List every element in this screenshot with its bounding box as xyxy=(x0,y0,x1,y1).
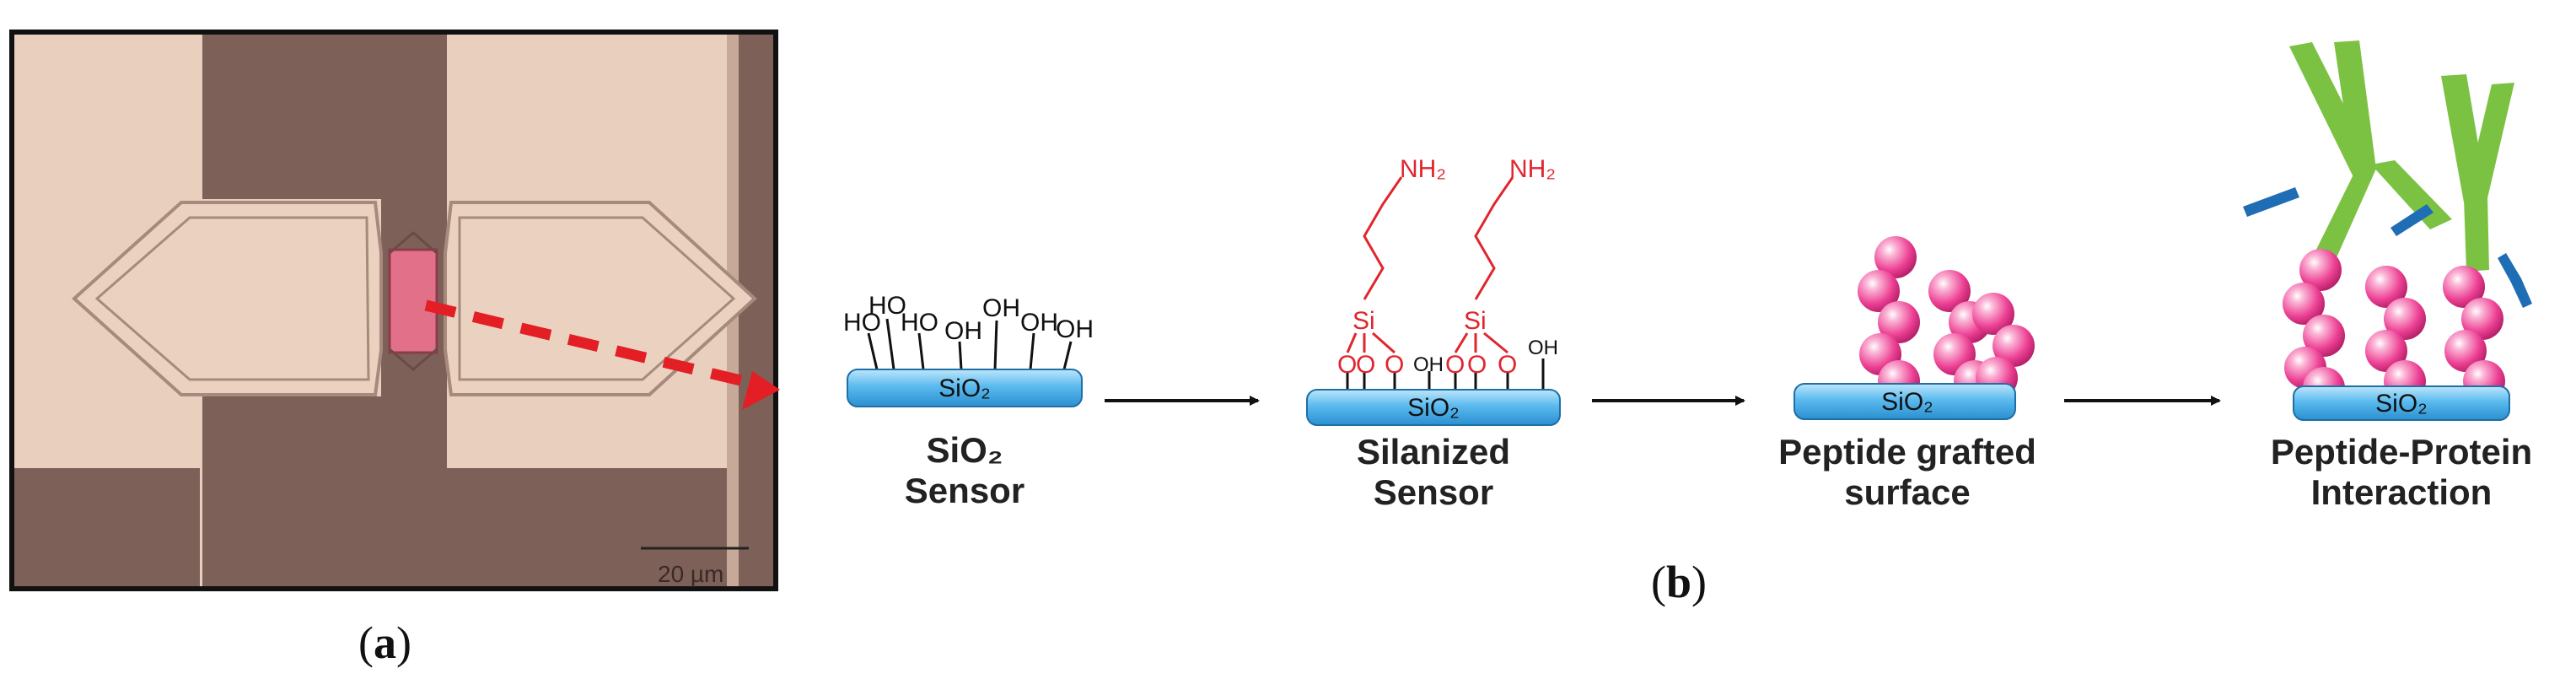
svg-text:NH₂: NH₂ xyxy=(1509,155,1556,183)
substrate-label: SiO₂ xyxy=(1407,394,1460,422)
substrate-label: SiO₂ xyxy=(1881,388,1933,416)
svg-text:HO: HO xyxy=(901,309,938,337)
svg-text:O: O xyxy=(1498,351,1517,379)
svg-text:OH: OH xyxy=(982,294,1020,322)
step-caption: Sensor xyxy=(905,471,1024,510)
panel-b-label: (b) xyxy=(1651,557,1707,607)
substrate-slab xyxy=(847,369,1083,407)
micrograph-panel: 20 µm xyxy=(9,30,780,591)
scale-bar-text: 20 µm xyxy=(658,561,723,587)
svg-text:O: O xyxy=(1445,351,1465,379)
electrode-right-pad xyxy=(444,201,757,396)
svg-text:OH: OH xyxy=(1413,353,1444,376)
step-peptide-protein: SiO₂ Peptide-Protein Interaction xyxy=(2243,40,2532,512)
svg-text:HO: HO xyxy=(843,309,881,337)
step-caption: Peptide grafted xyxy=(1778,432,2036,472)
step-caption: Sensor xyxy=(1374,472,1493,512)
antibody xyxy=(2289,40,2376,278)
hydroxyl-groups xyxy=(867,318,1073,370)
step-caption: surface xyxy=(1844,472,1970,512)
svg-text:Si: Si xyxy=(1353,307,1375,335)
svg-text:O: O xyxy=(1356,351,1375,379)
step-silanized-sensor: NH₂ NH₂ Si Si O O O O O O OH OH SiO₂ Sil… xyxy=(1306,155,1561,512)
step-caption: SiO₂ xyxy=(926,430,1003,470)
svg-text:O: O xyxy=(1337,351,1357,379)
step-caption: Silanized xyxy=(1357,432,1510,472)
antibody xyxy=(2441,74,2514,272)
peptide-chain xyxy=(2283,249,2345,409)
step-sio2-sensor: HO HO HO OH OH OH OH SiO₂ SiO₂ Sensor xyxy=(843,292,1094,510)
peptide-chain xyxy=(2443,266,2505,402)
step-peptide-grafted: SiO₂ Peptide grafted surface xyxy=(1778,236,2036,512)
substrate-label: SiO₂ xyxy=(938,375,991,402)
panel-a-label: (a) xyxy=(358,617,411,668)
svg-text:OH: OH xyxy=(944,317,982,345)
electrode-bottom-left xyxy=(14,468,200,586)
pointer-arrow-head xyxy=(742,371,780,410)
substrate-slab xyxy=(1306,389,1561,426)
svg-text:OH: OH xyxy=(1528,337,1558,359)
svg-text:Si: Si xyxy=(1464,307,1487,335)
substrate-slab xyxy=(1794,383,2016,420)
electrode-bottom-right xyxy=(506,468,734,586)
substrate-label: SiO₂ xyxy=(2375,390,2428,418)
step-caption: Peptide-Protein xyxy=(2271,432,2532,472)
svg-text:O: O xyxy=(1385,351,1404,379)
svg-text:HO: HO xyxy=(869,292,906,320)
svg-text:OH: OH xyxy=(1020,309,1058,337)
peptide-chain xyxy=(2365,266,2426,402)
pointer-arrow-line xyxy=(424,299,756,390)
electrode-bottom-center xyxy=(202,396,447,586)
substrate-slab xyxy=(2293,385,2510,421)
step-caption: Interaction xyxy=(2311,472,2493,512)
svg-text:OH: OH xyxy=(1056,315,1094,343)
svg-text:NH₂: NH₂ xyxy=(1400,155,1446,183)
antigen-marker xyxy=(2243,187,2532,308)
svg-text:O: O xyxy=(1467,351,1487,379)
electrode-top xyxy=(202,35,447,199)
peptide-chain xyxy=(1858,236,1920,402)
